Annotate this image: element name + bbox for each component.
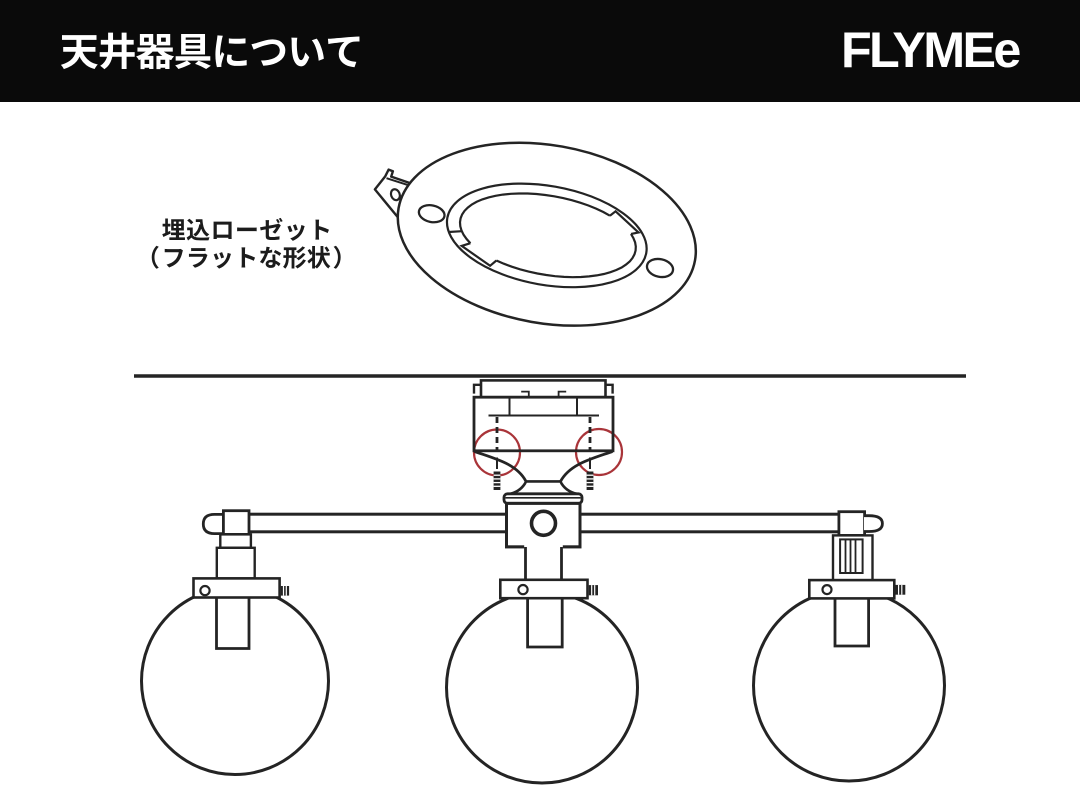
svg-text:FLYMEe: FLYMEe (841, 21, 1020, 78)
